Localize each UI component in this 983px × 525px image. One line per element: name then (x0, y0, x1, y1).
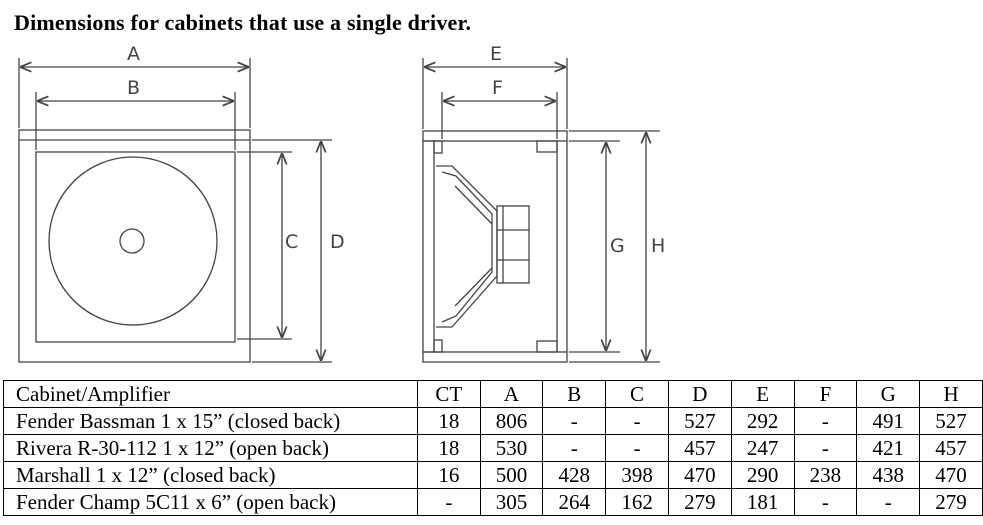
dimension-c-label: C (285, 231, 298, 253)
table-cell: 292 (730, 407, 795, 435)
table-cell: 18 (417, 407, 481, 435)
table-row: Fender Bassman 1 x 15” (closed back) 18 … (2, 407, 983, 435)
table-cell: 438 (856, 461, 921, 489)
table-cell: 279 (667, 488, 732, 516)
table-cell: - (542, 434, 607, 462)
table-cell: - (605, 434, 669, 462)
page-title: Dimensions for cabinets that use a singl… (14, 10, 472, 35)
column-header-f: F (793, 380, 858, 408)
table-cell: 457 (667, 434, 732, 462)
table-cell: 806 (479, 407, 544, 435)
dimension-d-label: D (330, 231, 345, 253)
table-cell: - (793, 488, 858, 516)
table-cell: 398 (605, 461, 669, 489)
table-row: Marshall 1 x 12” (closed back) 16 500 42… (2, 461, 983, 489)
dimension-f-label: F (492, 77, 503, 99)
cabinet-name-cell: Marshall 1 x 12” (closed back) (2, 461, 419, 489)
column-header-d: D (667, 380, 732, 408)
dimension-a-label: A (127, 43, 140, 65)
table-cell: - (605, 407, 669, 435)
table-cell: 162 (605, 488, 669, 516)
front-speaker-cone (48, 156, 218, 326)
column-header-b: B (542, 380, 607, 408)
column-header-a: A (479, 380, 544, 408)
table-cell: - (793, 434, 858, 462)
table-cell: 470 (667, 461, 732, 489)
table-cell: 421 (856, 434, 921, 462)
cabinet-name-cell: Fender Bassman 1 x 15” (closed back) (2, 407, 419, 435)
column-header-cabinet: Cabinet/Amplifier (2, 380, 419, 408)
column-header-ct: CT (417, 380, 481, 408)
front-baffle (35, 151, 236, 343)
side-front-baffle (422, 140, 435, 353)
table-cell: 527 (919, 407, 983, 435)
dimension-e-label: E (490, 43, 502, 65)
table-cell: 290 (730, 461, 795, 489)
table-cell: 279 (919, 488, 983, 516)
table-cell: 457 (919, 434, 983, 462)
table-cell: - (417, 488, 481, 516)
table-cell: 18 (417, 434, 481, 462)
dimension-h-label: H (651, 235, 665, 257)
table-cell: - (793, 407, 858, 435)
table-cell: 181 (730, 488, 795, 516)
table-cell: 470 (919, 461, 983, 489)
front-view (18, 58, 332, 363)
table-cell: 247 (730, 434, 795, 462)
cabinet-diagram: A B C D (18, 43, 665, 363)
table-cell: 428 (542, 461, 607, 489)
dimension-b-label: B (127, 77, 140, 99)
table-cell: 16 (417, 461, 481, 489)
cabinet-name-cell: Rivera R-30-112 1 x 12” (open back) (2, 434, 419, 462)
side-bottom-panel (422, 351, 568, 363)
table-cell: - (856, 488, 921, 516)
side-view (422, 58, 660, 363)
table-cell: 264 (542, 488, 607, 516)
table-cell: 238 (793, 461, 858, 489)
dimensions-table: Cabinet/Amplifier CT A B C D E F G H Fen… (2, 380, 983, 516)
dimension-g-label: G (610, 235, 625, 257)
table-cell: 491 (856, 407, 921, 435)
table-cell: 527 (667, 407, 732, 435)
table-cell: 530 (479, 434, 544, 462)
column-header-g: G (856, 380, 921, 408)
table-cell: - (542, 407, 607, 435)
column-header-h: H (919, 380, 983, 408)
side-speaker-profile (436, 165, 530, 328)
front-outer-panel (18, 129, 251, 363)
table-row: Rivera R-30-112 1 x 12” (open back) 18 5… (2, 434, 983, 462)
table-cell: 305 (479, 488, 544, 516)
cabinet-name-cell: Fender Champ 5C11 x 6” (open back) (2, 488, 419, 516)
table-row: Fender Champ 5C11 x 6” (open back) - 305… (2, 488, 983, 516)
table-header-row: Cabinet/Amplifier CT A B C D E F G H (2, 380, 983, 408)
front-speaker-dustcap (119, 228, 145, 254)
column-header-c: C (605, 380, 669, 408)
side-top-panel (422, 130, 568, 142)
table-cell: 500 (479, 461, 544, 489)
column-header-e: E (730, 380, 795, 408)
